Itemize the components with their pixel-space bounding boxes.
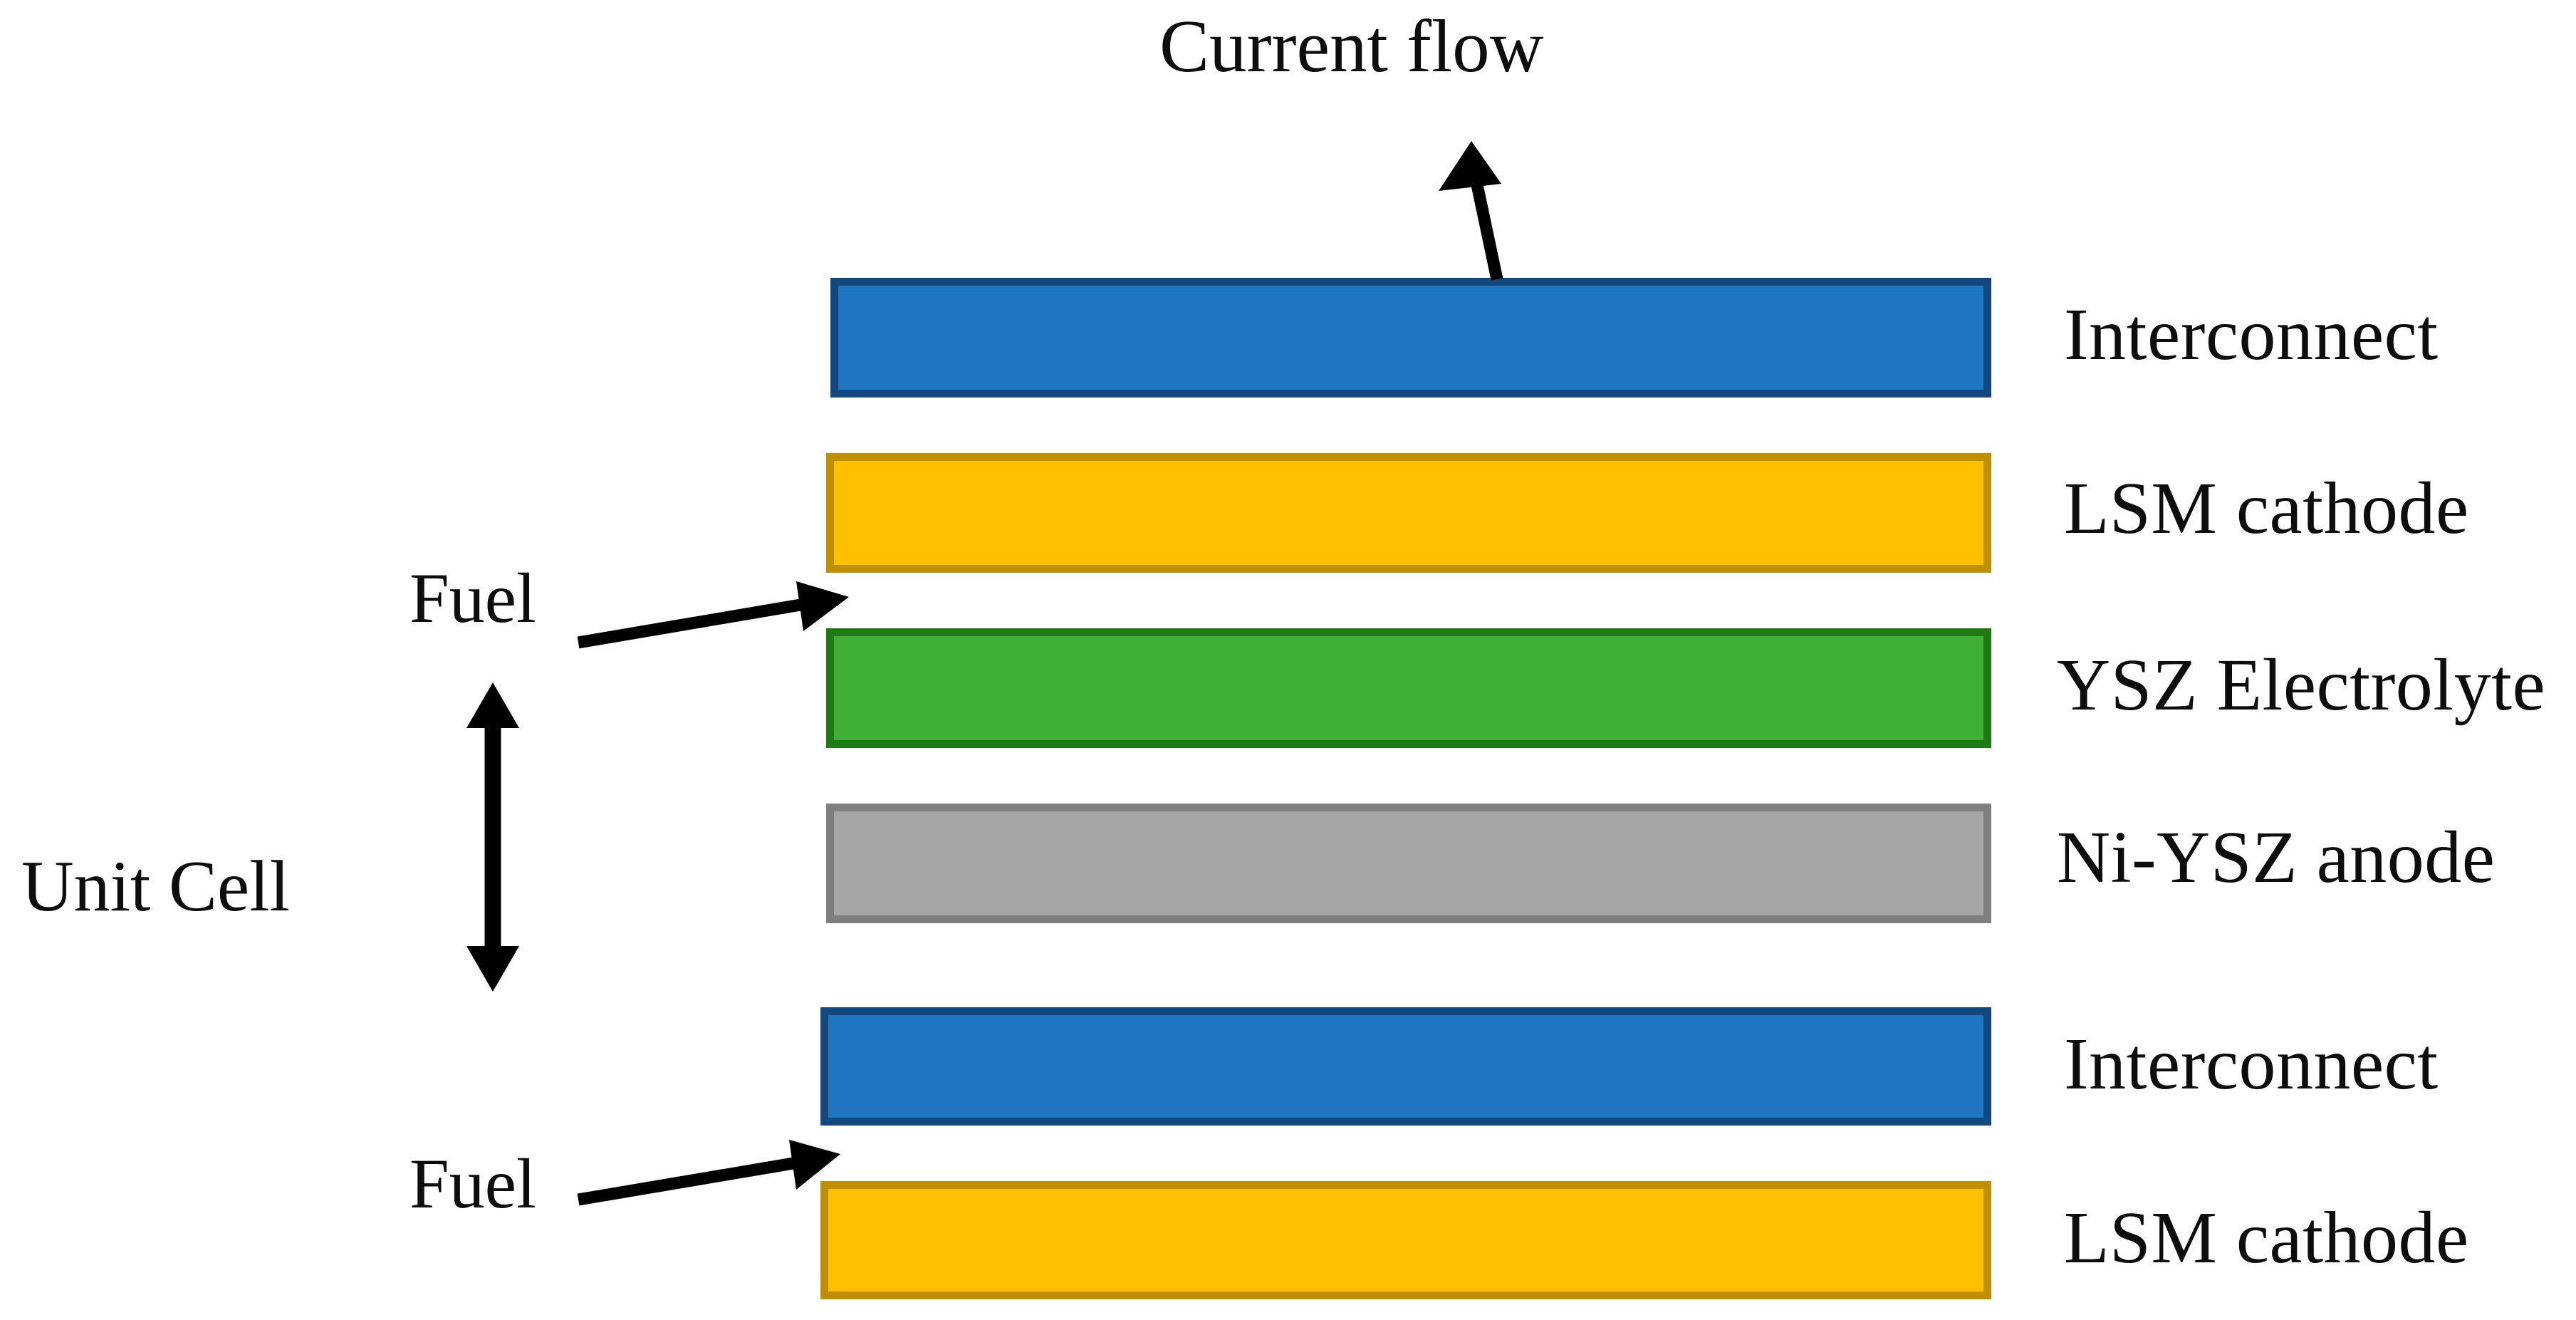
layer-bar-ni-ysz-anode [826,804,1991,923]
fuel-arrow-bottom [577,1140,840,1206]
layer-label-interconnect-top: Interconnect [2064,293,2439,375]
layer-label-lsm-cathode-bottom: LSM cathode [2064,1197,2469,1279]
unit-cell-extent-arrow [466,682,519,992]
fuel-label-top: Fuel [410,558,536,638]
fuel-arrow-top [577,581,849,649]
layer-bar-lsm-cathode-top [826,453,1991,573]
current-flow-arrow [1439,141,1503,281]
page-title: Current flow [1159,4,1544,88]
layer-label-interconnect-bottom: Interconnect [2064,1023,2439,1105]
layer-label-lsm-cathode-top: LSM cathode [2064,467,2469,549]
layer-bar-interconnect-top [830,278,1991,397]
layer-bar-interconnect-bottom [820,1007,1991,1126]
layer-bar-lsm-cathode-bottom [820,1181,1991,1299]
unit-cell-label: Unit Cell [21,846,290,927]
layer-label-ysz-electrolyte: YSZ Electrolyte [2057,644,2546,726]
layer-bar-ysz-electrolyte [826,628,1991,748]
layer-label-ni-ysz-anode: Ni-YSZ anode [2057,816,2496,898]
fuel-label-bottom: Fuel [410,1144,536,1223]
